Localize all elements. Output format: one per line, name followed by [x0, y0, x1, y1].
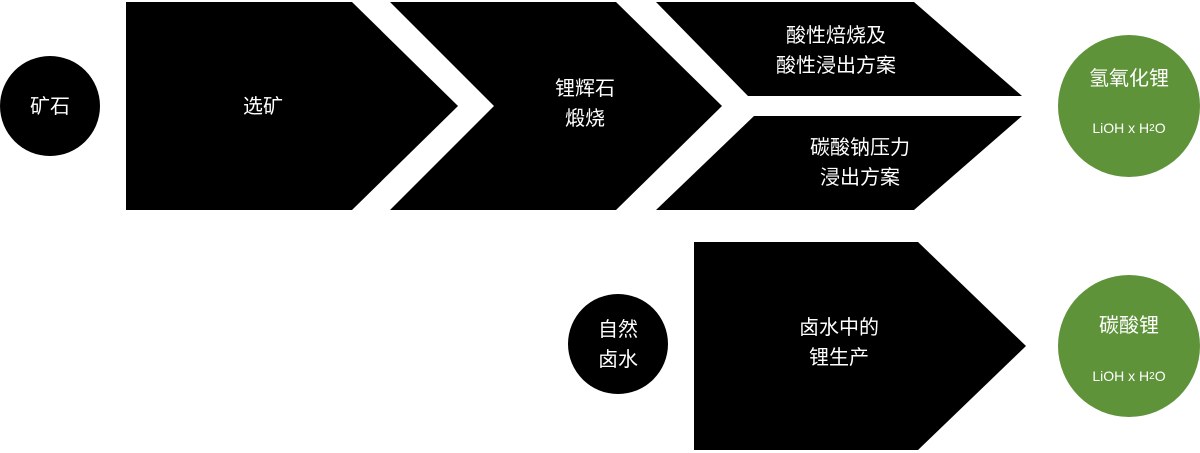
- acid-roasting-branch: [656, 2, 1022, 96]
- lithium-carbonate-circle: [1058, 275, 1200, 417]
- lithium-hydroxide-circle: [1058, 35, 1200, 177]
- ore-circle: [0, 56, 100, 156]
- acid-roasting-label: 酸性焙烧及 酸性浸出方案: [776, 23, 896, 77]
- soda-pressure-leach-branch: [656, 116, 1022, 210]
- spodumene-calcination-label: 锂辉石 煅烧: [555, 76, 615, 130]
- ore-label: 矿石: [30, 94, 70, 118]
- lithium-hydroxide-name: 氢氧化锂: [1089, 66, 1169, 90]
- natural-brine-label: 自然 卤水: [598, 317, 638, 371]
- soda-pressure-leach-label: 碳酸钠压力 浸出方案: [810, 135, 910, 189]
- natural-brine-circle: [568, 294, 668, 394]
- brine-production-arrow: [694, 242, 1026, 450]
- spodumene-calcination-chevron: [390, 2, 722, 210]
- lithium-carbonate-name: 碳酸锂: [1099, 313, 1159, 337]
- beneficiation-label: 选矿: [243, 94, 283, 118]
- beneficiation-arrow: [126, 2, 458, 210]
- brine-production-label: 卤水中的 锂生产: [799, 315, 879, 369]
